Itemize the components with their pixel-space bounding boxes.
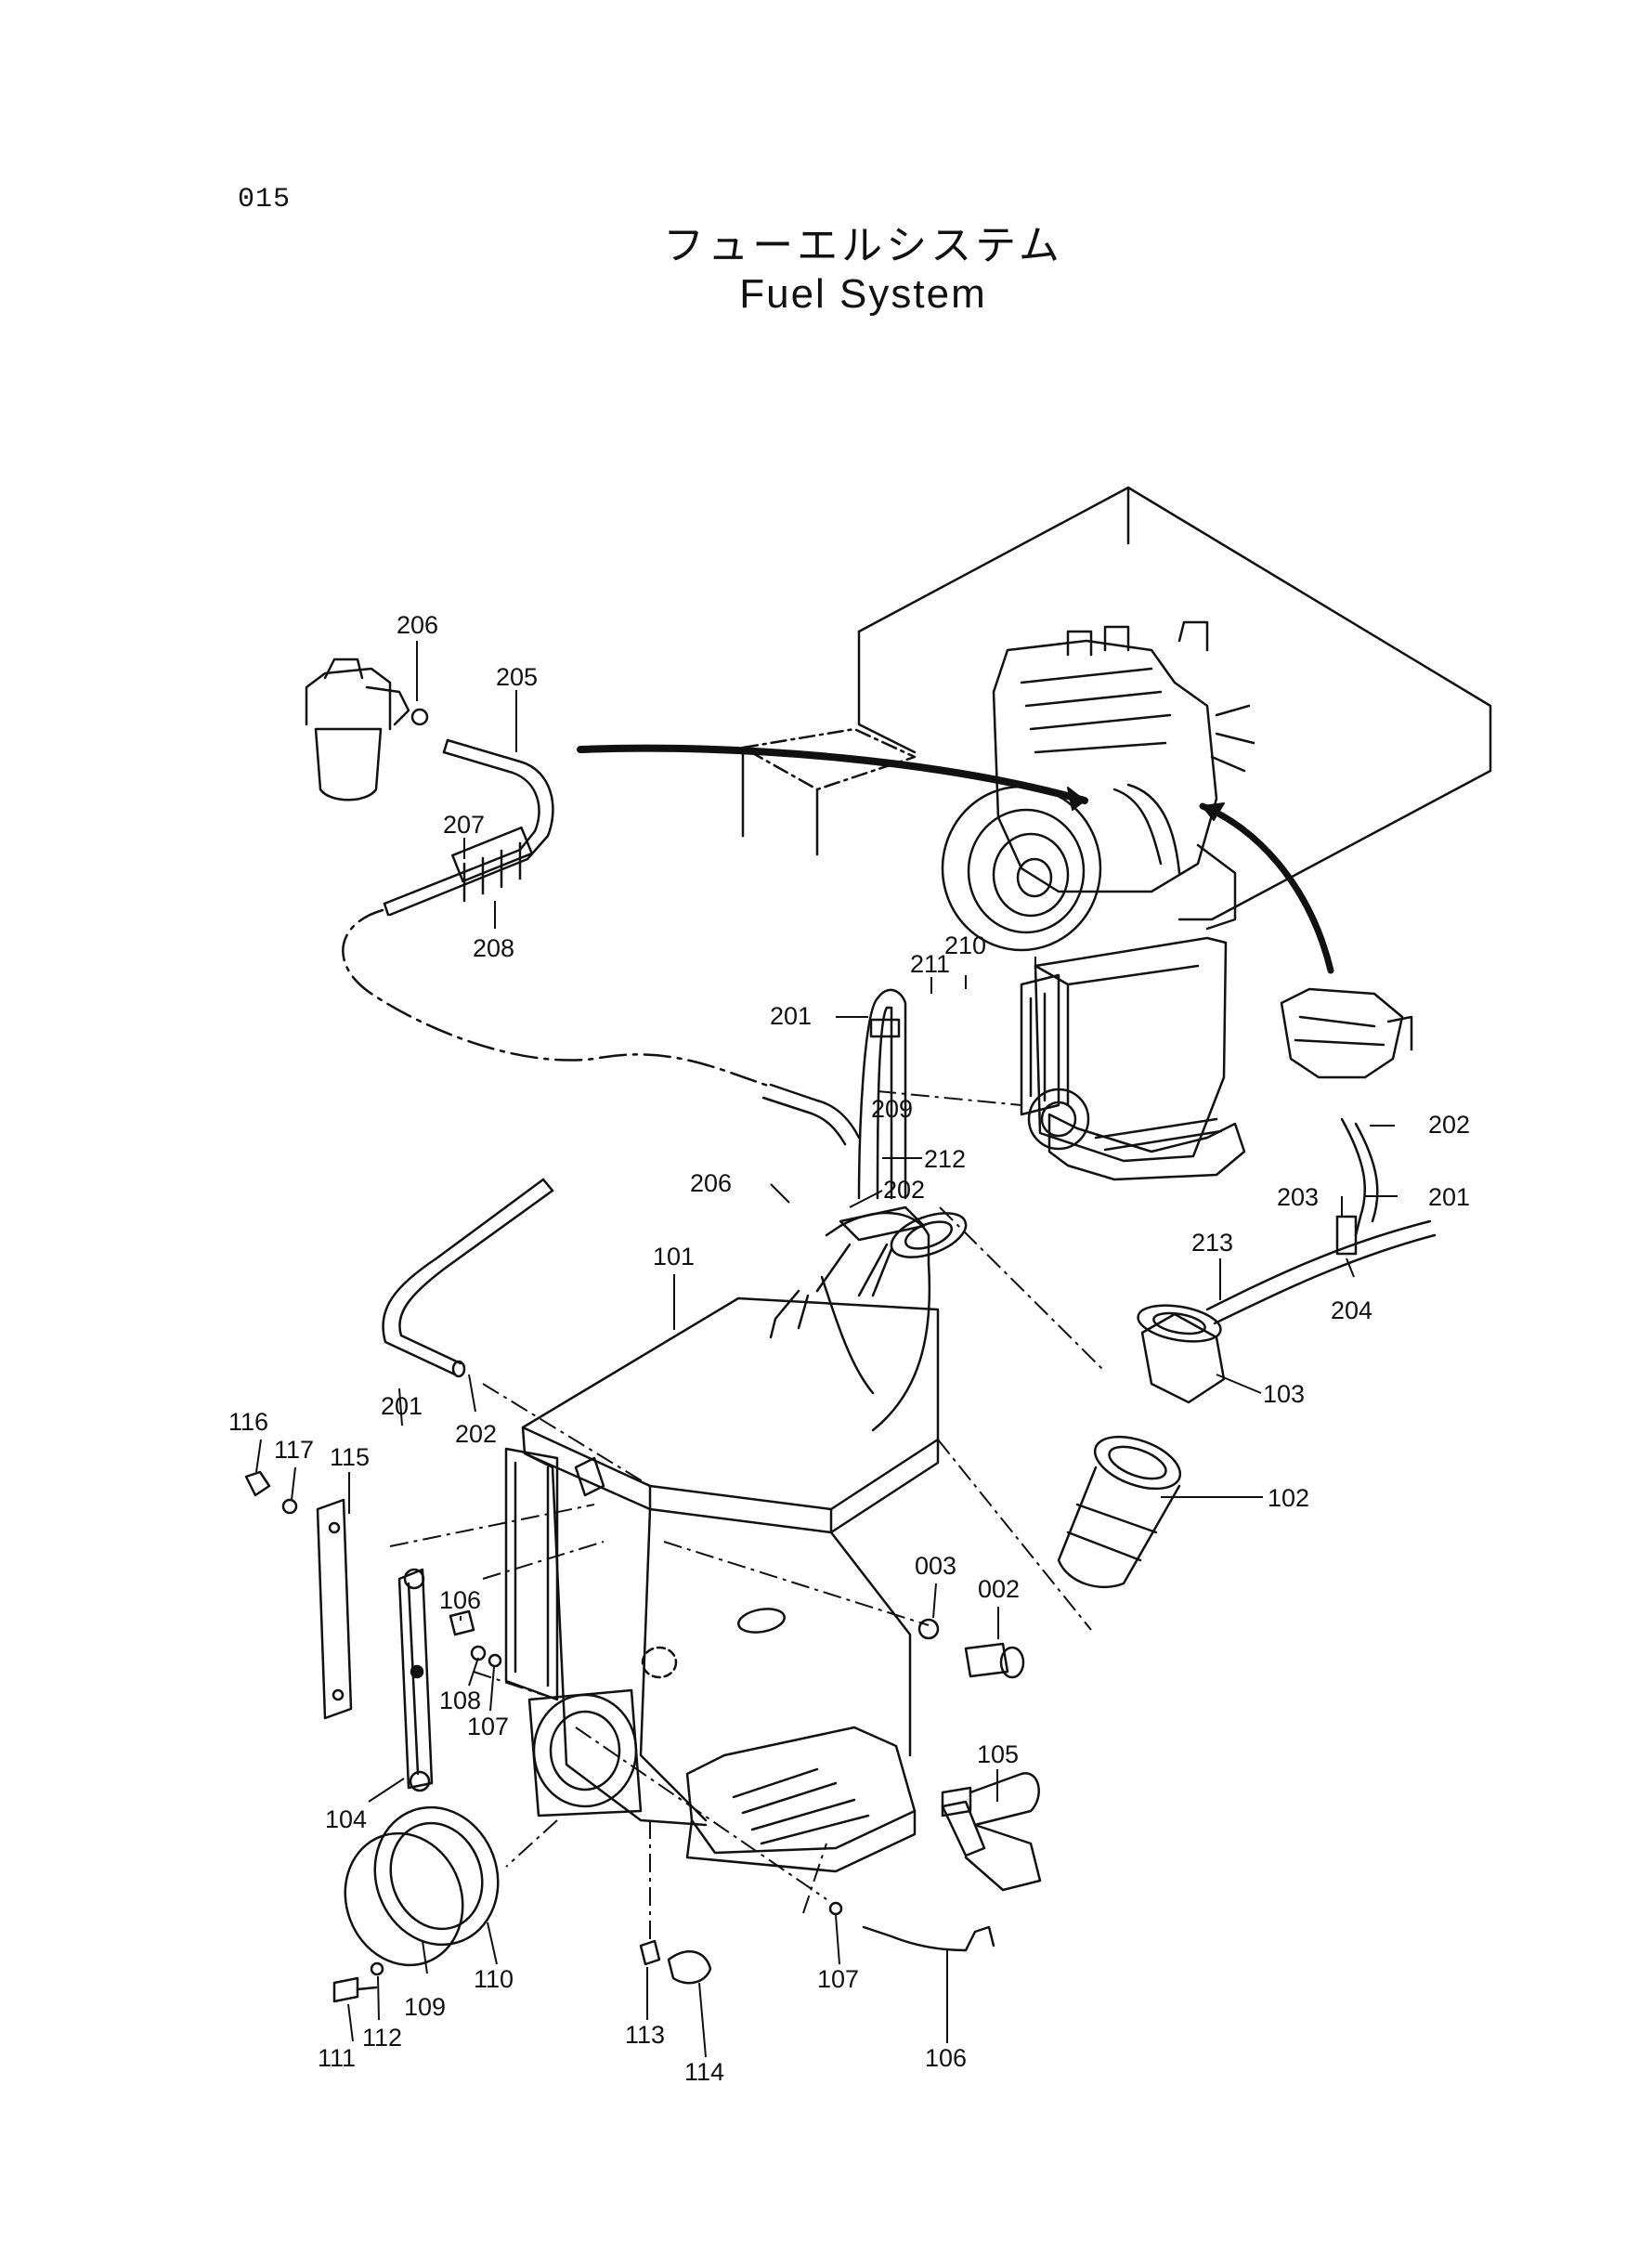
level-gauge-104 xyxy=(397,1568,434,1792)
callout-106-lower: 106 xyxy=(925,2044,967,2072)
callout-211: 211 xyxy=(910,950,950,978)
arrow-from-pump xyxy=(1199,802,1334,974)
callout-210: 210 xyxy=(944,932,986,959)
callout-108: 108 xyxy=(439,1687,481,1714)
diagram-title-english: Fuel System xyxy=(739,271,987,317)
callout-106-upper: 106 xyxy=(439,1586,481,1614)
callout-101: 101 xyxy=(653,1243,695,1270)
callout-201-lower: 201 xyxy=(381,1392,423,1420)
filler-cap-103 xyxy=(1137,1304,1226,1404)
callout-202-mid: 202 xyxy=(883,1176,925,1204)
callout-208: 208 xyxy=(473,934,514,962)
fuel-tank-101 xyxy=(504,1211,968,1827)
callout-109: 109 xyxy=(404,1993,446,2021)
cover-plate-109 xyxy=(344,1805,500,1967)
tank-step xyxy=(685,1726,917,1873)
callout-201-right: 201 xyxy=(1428,1183,1470,1211)
callout-113: 113 xyxy=(625,2021,665,2049)
callout-212: 212 xyxy=(924,1145,966,1173)
strainer-102 xyxy=(1057,1435,1182,1588)
fuel-filter xyxy=(305,658,429,801)
callout-112: 112 xyxy=(362,2024,402,2052)
callout-202-right: 202 xyxy=(1428,1111,1470,1139)
callout-105: 105 xyxy=(977,1740,1019,1768)
page-number: 015 xyxy=(238,184,292,215)
callout-002: 002 xyxy=(978,1575,1020,1603)
callout-117: 117 xyxy=(274,1436,314,1464)
callout-205: 205 xyxy=(496,663,538,691)
callout-201-upper: 201 xyxy=(770,1002,812,1030)
return-hose-201 xyxy=(815,988,926,1297)
breather-hose-201 xyxy=(382,1178,554,1378)
machine-body-outline xyxy=(741,486,1492,921)
callout-107-upper: 107 xyxy=(467,1713,509,1740)
callout-103: 103 xyxy=(1263,1380,1305,1408)
callout-003: 003 xyxy=(915,1552,956,1580)
fuel-pump-assembly xyxy=(1205,987,1437,1325)
callout-110: 110 xyxy=(474,1965,514,1993)
engine-assembly xyxy=(941,620,1255,952)
callout-213: 213 xyxy=(1191,1229,1233,1257)
callout-102: 102 xyxy=(1268,1484,1309,1512)
callout-206-mid: 206 xyxy=(690,1169,732,1197)
callout-111: 111 xyxy=(318,2044,356,2072)
callout-114: 114 xyxy=(684,2058,724,2086)
callout-107-lower: 107 xyxy=(817,1965,859,1993)
callout-115: 115 xyxy=(330,1443,370,1471)
arrow-to-engine xyxy=(577,744,1088,804)
callout-207: 207 xyxy=(443,811,485,839)
callout-202-lower: 202 xyxy=(455,1420,497,1448)
callout-116: 116 xyxy=(228,1408,268,1436)
callout-203: 203 xyxy=(1277,1183,1319,1211)
fuel-hose-205 xyxy=(342,738,861,1146)
drain-105 xyxy=(941,1800,1042,1892)
callout-206-top: 206 xyxy=(397,611,438,639)
callout-104: 104 xyxy=(325,1805,367,1833)
bracket-115 xyxy=(316,1498,353,1720)
callout-204: 204 xyxy=(1331,1296,1372,1324)
callout-209: 209 xyxy=(871,1095,913,1123)
diagram-title-japanese: フューエルシステム xyxy=(663,222,1063,269)
installed-fuel-tank xyxy=(1020,936,1246,1181)
